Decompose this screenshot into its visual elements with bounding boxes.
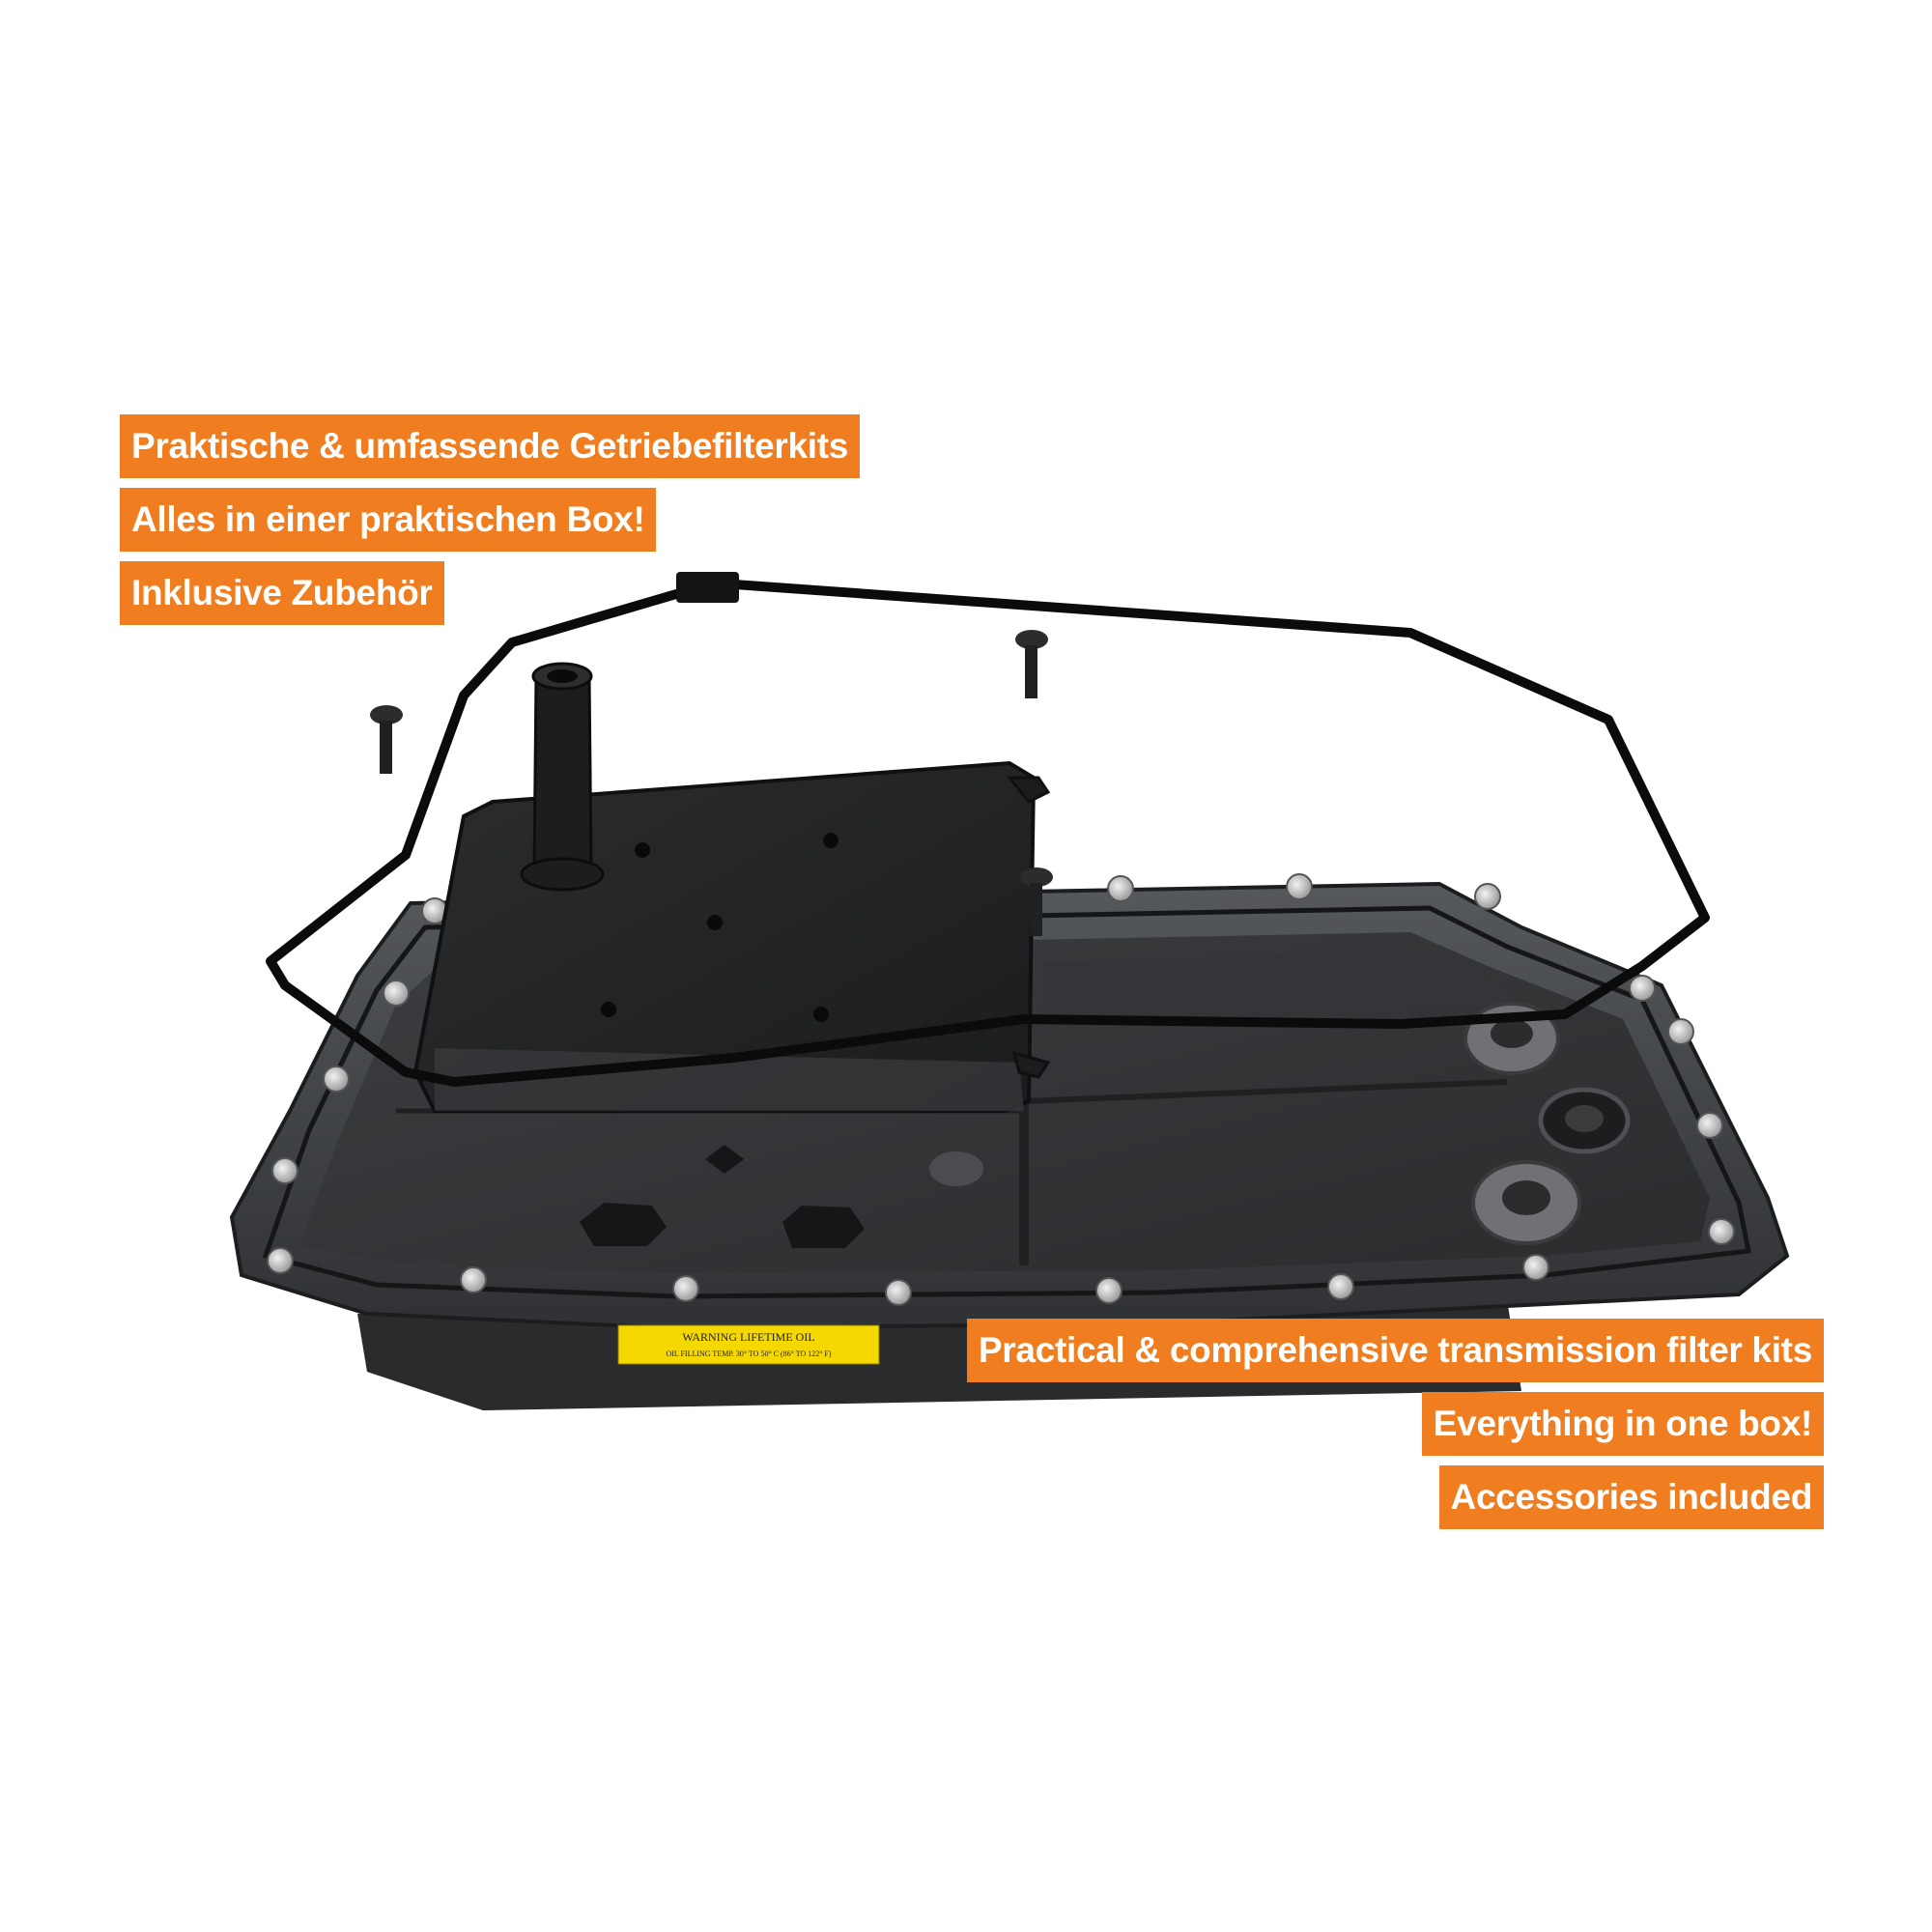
pan-bolts — [267, 873, 1735, 1306]
filter-intake-tube — [520, 662, 605, 892]
drain-plug — [1471, 1160, 1581, 1245]
fill-plug — [1538, 1087, 1631, 1154]
banner-en-3: Accessories included — [1438, 1465, 1824, 1529]
screw-3 — [1020, 867, 1053, 936]
banner-en-2: Everything in one box! — [1421, 1392, 1824, 1456]
banner-de-2: Alles in einer praktischen Box! — [120, 488, 657, 552]
screw-1 — [370, 705, 403, 774]
pan-gasket — [266, 572, 1710, 1087]
banner-de-1: Praktische & umfassende Getriebefilterki… — [120, 414, 861, 478]
banner-group-german: Praktische & umfassende Getriebefilterki… — [120, 414, 861, 625]
warning-label-line2: OIL FILLING TEMP. 30° TO 50° C (86° TO 1… — [666, 1350, 831, 1358]
screw-2 — [1015, 630, 1048, 698]
banner-en-1: Practical & comprehensive transmission f… — [966, 1319, 1824, 1382]
banner-de-3: Inklusive Zubehör — [120, 561, 444, 625]
warning-label-line1: WARNING LIFETIME OIL — [682, 1330, 814, 1344]
warning-label: WARNING LIFETIME OIL OIL FILLING TEMP. 3… — [617, 1324, 880, 1365]
banner-group-english: Practical & comprehensive transmission f… — [966, 1319, 1824, 1529]
